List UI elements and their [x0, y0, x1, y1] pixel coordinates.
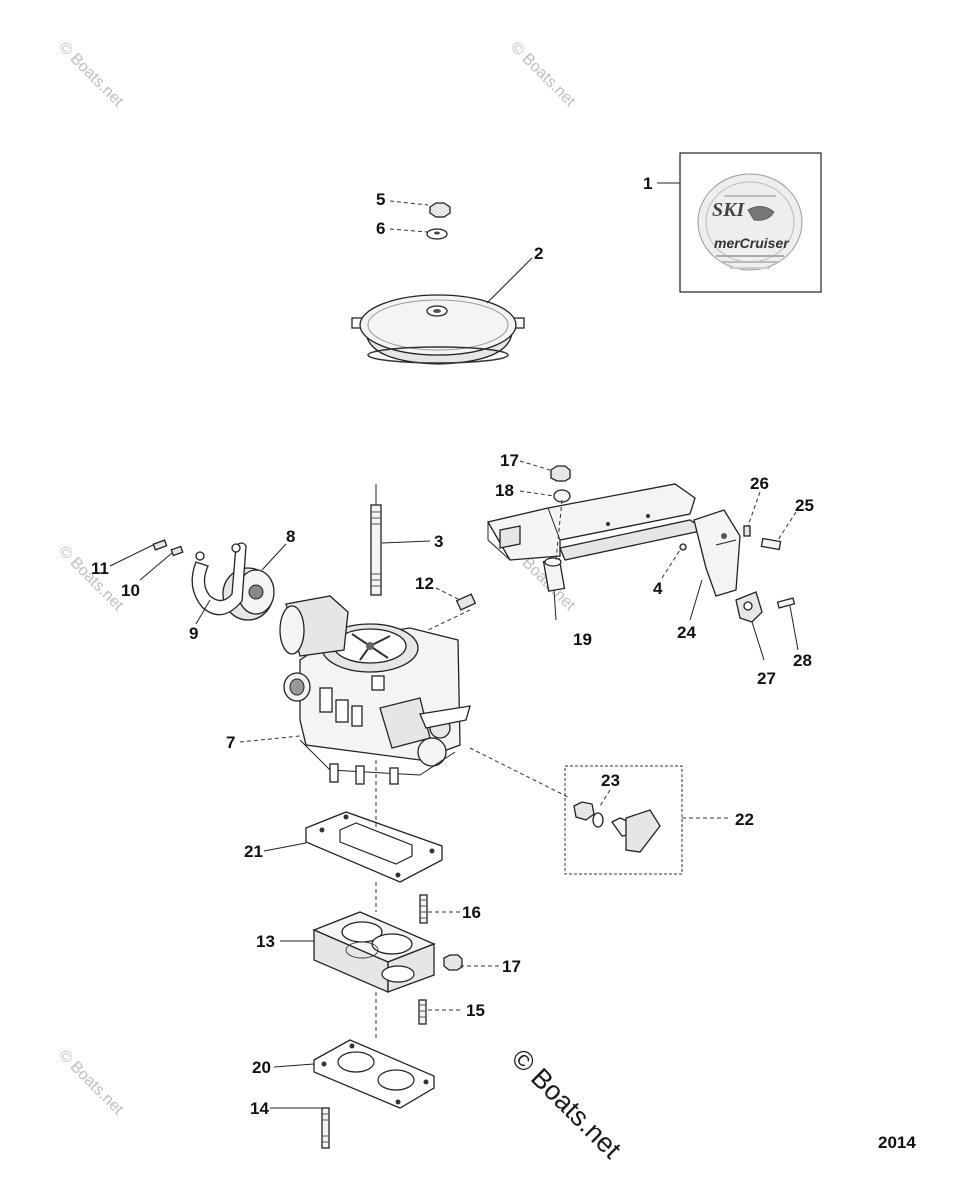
callout-13: 13 — [256, 932, 275, 951]
watermark-top-center: © Boats.net — [507, 39, 579, 111]
decal-part: SKI merCruiser — [679, 152, 822, 293]
callout-23: 23 — [601, 771, 620, 790]
callout-3: 3 — [434, 532, 443, 551]
callout-6: 6 — [376, 219, 385, 238]
watermark-top-left: © Boats.net — [55, 39, 127, 111]
retainer-part — [191, 542, 247, 616]
nut-17-lower-part — [443, 954, 463, 971]
choke-housing-part — [222, 567, 275, 621]
callout-14: 14 — [250, 1099, 269, 1118]
callout-11: 11 — [91, 559, 109, 578]
callout-21: 21 — [244, 842, 263, 861]
callout-16: 16 — [462, 903, 481, 922]
callout-8: 8 — [286, 527, 295, 546]
callout-5: 5 — [376, 190, 385, 209]
spacer-13-part — [312, 911, 436, 993]
callout-17-upper: 17 — [500, 451, 519, 470]
watermarks: © Boats.net © Boats.net © Boats.net © Bo… — [55, 39, 627, 1165]
washer-part — [426, 228, 448, 240]
callout-10: 10 — [121, 581, 140, 600]
carburetor-part — [279, 595, 471, 785]
screw-10-part — [170, 545, 184, 557]
diagram-year: 2014 — [878, 1133, 916, 1152]
callout-7: 7 — [226, 733, 235, 752]
stud-part — [370, 484, 382, 596]
callout-17-lower: 17 — [502, 957, 521, 976]
gasket-20-part — [313, 1039, 435, 1109]
bracket-assembly-part — [486, 465, 796, 623]
watermark-bottom-left: © Boats.net — [55, 1047, 127, 1119]
watermark-large: © Boats.net — [506, 1043, 628, 1165]
callout-20: 20 — [252, 1058, 271, 1077]
callout-1: 1 — [643, 174, 652, 193]
callout-25: 25 — [795, 496, 814, 515]
screw-11-part — [152, 539, 168, 551]
fitting-12-part — [455, 593, 477, 611]
stud-14-part — [321, 1107, 330, 1149]
callout-2: 2 — [534, 244, 543, 263]
callout-18: 18 — [495, 481, 514, 500]
gasket-21-part — [305, 811, 443, 883]
callout-4: 4 — [653, 579, 663, 598]
fitting-group-part — [564, 765, 683, 875]
callout-12: 12 — [415, 574, 434, 593]
air-cleaner-part — [351, 294, 525, 365]
callout-28: 28 — [793, 651, 812, 670]
callout-27: 27 — [757, 669, 776, 688]
decal-brand-bottom: merCruiser — [714, 235, 790, 251]
stud-15-part — [418, 999, 427, 1025]
watermark-mid-left: © Boats.net — [55, 543, 127, 615]
callout-22: 22 — [735, 810, 754, 829]
leader-lines — [109, 200, 799, 1109]
callout-19: 19 — [573, 630, 592, 649]
wing-nut-part — [429, 202, 451, 218]
decal-brand-top: SKI — [712, 199, 745, 221]
callout-26: 26 — [750, 474, 769, 493]
callout-labels: 1 2 3 4 5 6 7 8 9 10 11 12 13 14 15 16 1… — [91, 174, 814, 1118]
stud-16-part — [419, 894, 428, 924]
callout-9: 9 — [189, 624, 198, 643]
callout-24: 24 — [677, 623, 696, 642]
callout-15: 15 — [466, 1001, 485, 1020]
